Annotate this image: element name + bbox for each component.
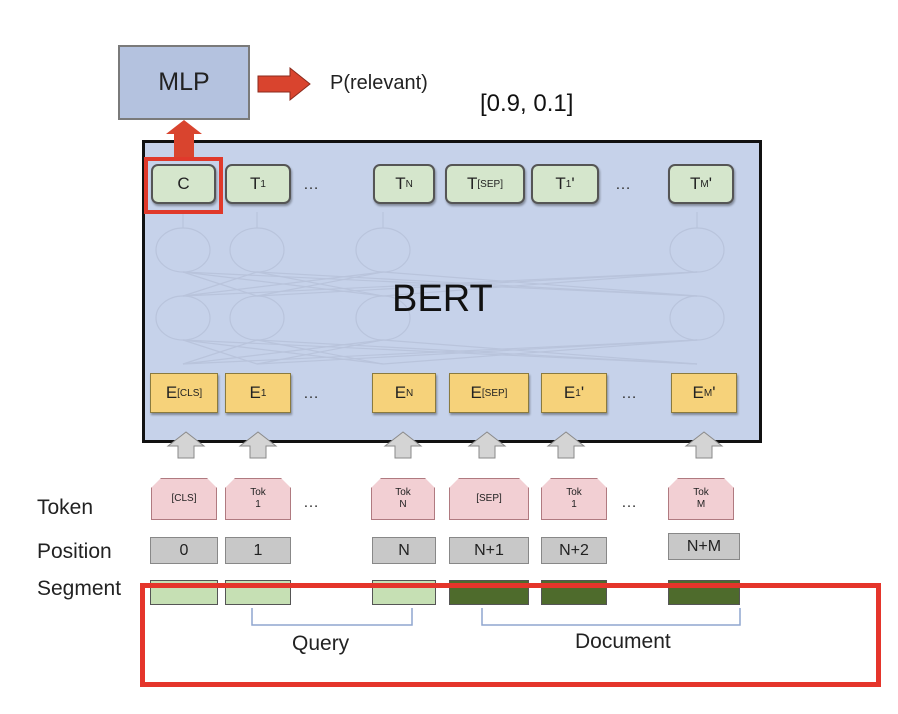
position-n: N <box>372 537 436 564</box>
position-0: 0 <box>150 537 218 564</box>
output-token-tsep: T[SEP] <box>445 164 525 204</box>
row-label-position: Position <box>37 540 112 563</box>
token-ellipsis-1: … <box>303 494 319 511</box>
output-vector-value: [0.9, 0.1] <box>480 90 574 117</box>
mlp-box: MLP <box>118 45 250 120</box>
position-n-plus-1: N+1 <box>449 537 529 564</box>
token-sep: [SEP] <box>449 478 529 520</box>
red-up-arrow-icon <box>166 120 202 158</box>
position-1: 1 <box>225 537 291 564</box>
output-probability-label: P(relevant) <box>330 72 428 94</box>
embedding-e-sep: E[SEP] <box>449 373 529 413</box>
row-label-token: Token <box>37 496 94 519</box>
bert-label: BERT <box>392 278 493 320</box>
token-ellipsis-2: … <box>621 494 637 511</box>
mlp-label: MLP <box>158 68 210 96</box>
output-ellipsis-2: … <box>615 176 631 193</box>
output-ellipsis-1: … <box>303 176 319 193</box>
cls-output-highlight <box>144 157 223 214</box>
red-right-arrow-icon <box>257 66 311 102</box>
segment-highlight-box <box>140 583 881 687</box>
embedding-ellipsis-1: … <box>303 385 319 402</box>
row-label-segment: Segment <box>37 577 122 600</box>
output-token-c: C <box>151 164 216 204</box>
position-n-plus-2: N+2 <box>541 537 607 564</box>
group-label-document: Document <box>575 630 671 653</box>
position-n-plus-m: N+M <box>668 533 740 560</box>
embedding-e-cls: E[CLS] <box>150 373 218 413</box>
group-label-query: Query <box>292 632 350 655</box>
embedding-ellipsis-2: … <box>621 385 637 402</box>
token-cls: [CLS] <box>151 478 217 520</box>
